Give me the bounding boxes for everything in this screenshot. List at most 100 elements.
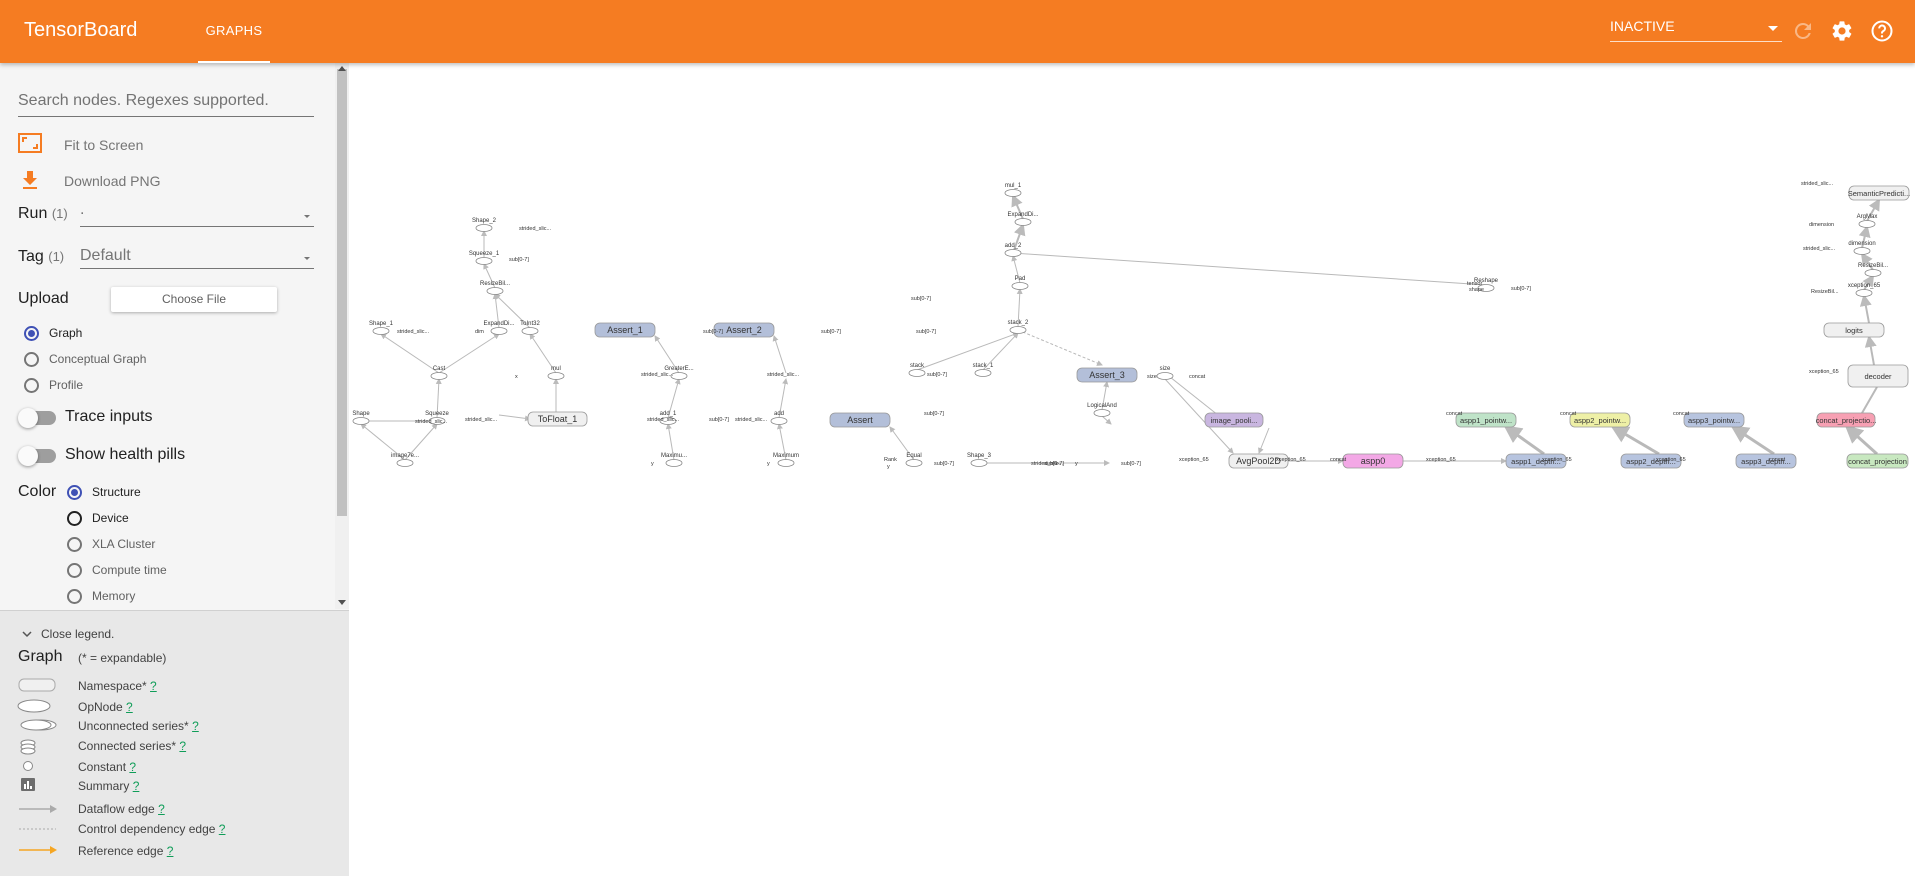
namespace-node[interactable] — [1823, 322, 1885, 338]
search-input[interactable]: Search nodes. Regexes supported. — [18, 89, 314, 117]
op-node[interactable] — [970, 459, 988, 467]
tab-graphs[interactable]: GRAPHS — [198, 0, 270, 63]
op-node[interactable] — [475, 224, 493, 232]
dataflow-edge — [1101, 381, 1110, 411]
op-node[interactable] — [1009, 326, 1027, 334]
dataflow-edge — [777, 423, 787, 461]
namespace-node[interactable] — [1735, 453, 1797, 469]
op-node[interactable] — [352, 417, 370, 425]
op-node[interactable] — [665, 459, 683, 467]
mode-profile-label: Profile — [49, 378, 84, 392]
namespace-node[interactable] — [1846, 453, 1909, 469]
color-compute-radio[interactable] — [67, 563, 82, 578]
color-structure-radio[interactable] — [67, 485, 82, 500]
namespace-node[interactable] — [1683, 412, 1745, 428]
mode-profile-radio[interactable] — [24, 378, 39, 393]
chevron-down-icon — [22, 631, 32, 638]
namespace-node[interactable] — [1569, 412, 1631, 428]
op-node[interactable] — [905, 459, 923, 467]
dataflow-edge — [1860, 252, 1874, 271]
op-node[interactable] — [547, 372, 565, 380]
namespace-node[interactable] — [829, 412, 891, 428]
op-node[interactable] — [396, 459, 414, 467]
tag-dropdown[interactable]: Default — [80, 243, 314, 269]
help-link[interactable]: ? — [129, 760, 137, 774]
run-dropdown[interactable]: . — [80, 201, 314, 227]
op-node[interactable] — [1853, 247, 1871, 255]
op-node[interactable] — [521, 327, 539, 335]
op-node[interactable] — [1477, 284, 1495, 292]
trace-inputs-toggle[interactable] — [18, 408, 56, 428]
help-link[interactable]: ? — [179, 739, 187, 753]
op-node-label: Maximum — [773, 453, 799, 459]
namespace-node[interactable] — [527, 411, 588, 427]
help-link[interactable]: ? — [158, 802, 165, 816]
dataflow-edge — [1016, 288, 1023, 328]
op-node[interactable] — [1004, 189, 1022, 197]
dataflow-edge — [889, 426, 915, 461]
op-node[interactable] — [659, 417, 677, 425]
namespace-node[interactable] — [1505, 453, 1567, 469]
color-memory-radio[interactable] — [67, 589, 82, 604]
constant-label: sub[0-7] — [1121, 461, 1141, 467]
mode-graph-radio[interactable] — [24, 326, 39, 341]
download-icon — [23, 171, 37, 189]
op-node[interactable] — [486, 287, 504, 295]
dataflow-edge — [1012, 223, 1026, 254]
op-node[interactable] — [475, 257, 493, 265]
scroll-down-icon[interactable] — [338, 600, 346, 605]
namespace-node[interactable] — [1620, 453, 1682, 469]
op-node[interactable] — [1004, 249, 1022, 257]
op-node[interactable] — [1011, 282, 1029, 290]
namespace-node[interactable] — [1076, 367, 1138, 383]
op-node[interactable] — [1093, 409, 1111, 417]
op-node[interactable] — [908, 369, 926, 377]
namespace-node[interactable] — [1455, 412, 1517, 428]
dataflow-edge — [529, 333, 557, 374]
op-node[interactable] — [777, 459, 795, 467]
health-pills-toggle[interactable] — [18, 446, 56, 466]
mode-conceptual-radio[interactable] — [24, 352, 39, 367]
namespace-node[interactable] — [1848, 185, 1910, 201]
op-node[interactable] — [1855, 289, 1873, 297]
help-link[interactable]: ? — [166, 844, 174, 858]
dataflow-edge — [1866, 198, 1880, 222]
op-node[interactable] — [490, 327, 508, 335]
namespace-node[interactable] — [1847, 364, 1909, 388]
namespace-node[interactable] — [1342, 453, 1404, 469]
color-device-radio[interactable] — [67, 511, 82, 526]
namespace-node[interactable] — [1228, 453, 1289, 469]
op-node[interactable] — [1858, 220, 1876, 228]
help-link[interactable]: ? — [192, 719, 199, 733]
op-node[interactable] — [974, 369, 992, 377]
help-icon[interactable] — [1870, 19, 1894, 43]
app-title[interactable]: TensorBoard — [24, 19, 138, 41]
namespace-node[interactable] — [713, 322, 775, 338]
op-node[interactable] — [1014, 218, 1032, 226]
op-node[interactable] — [428, 417, 446, 425]
op-node[interactable] — [1864, 269, 1882, 277]
dashboard-selector[interactable]: INACTIVE — [1610, 18, 1782, 42]
help-link[interactable]: ? — [126, 700, 133, 714]
help-link[interactable]: ? — [150, 679, 157, 693]
color-xla-radio[interactable] — [67, 537, 82, 552]
namespace-node[interactable] — [594, 322, 656, 338]
namespace-node[interactable] — [1816, 412, 1876, 428]
op-node[interactable] — [1156, 372, 1174, 380]
gear-icon[interactable] — [1830, 19, 1854, 43]
help-link[interactable]: ? — [132, 779, 140, 793]
op-node[interactable] — [770, 417, 788, 425]
close-legend-button[interactable]: Close legend. — [41, 627, 115, 641]
choose-file-button[interactable]: Choose File — [111, 287, 277, 312]
help-link[interactable]: ? — [218, 822, 226, 836]
op-node[interactable] — [670, 372, 688, 380]
sidebar-scroll-thumb[interactable] — [337, 69, 347, 516]
namespace-node[interactable] — [1204, 412, 1264, 428]
scroll-up-icon[interactable] — [338, 66, 346, 71]
refresh-icon[interactable] — [1791, 19, 1815, 43]
op-node[interactable] — [372, 327, 390, 335]
namespace-node-label: concat_projectio... — [1816, 416, 1877, 425]
op-node[interactable] — [430, 372, 448, 380]
